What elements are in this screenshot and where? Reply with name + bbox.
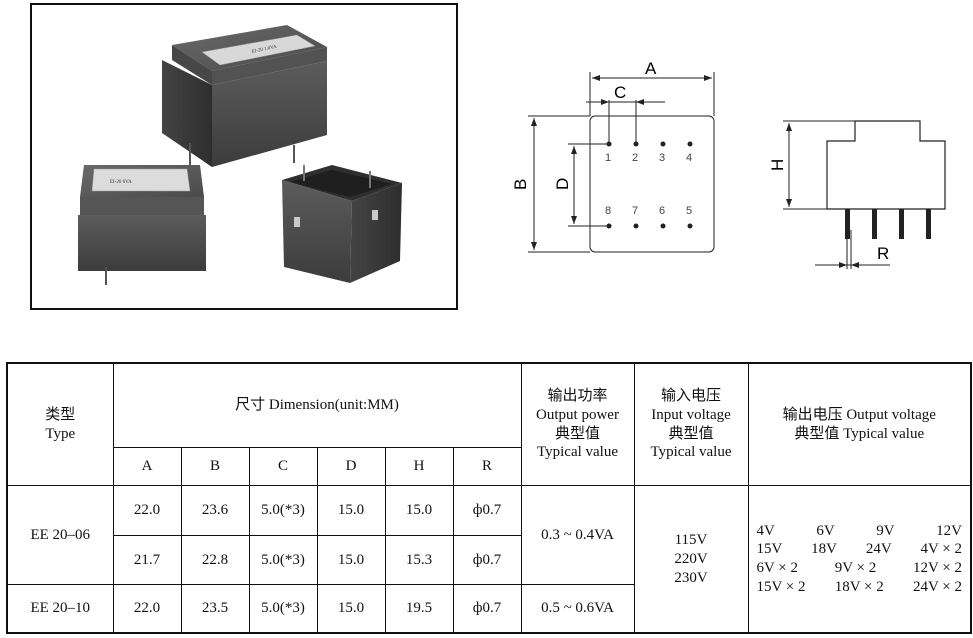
output-row: 4V 6V 9V 12V bbox=[751, 522, 969, 541]
output-header: 输出电压 Output voltage 典型值 Typical value bbox=[747, 362, 972, 487]
output-row: 6V × 2 9V × 2 12V × 2 bbox=[751, 559, 969, 578]
bottom-view-transformer bbox=[282, 165, 402, 283]
pin-4: 4 bbox=[686, 152, 692, 164]
cell-d: 15.0 bbox=[316, 584, 386, 634]
output-value: 9V × 2 bbox=[834, 560, 877, 577]
cell-d: 15.0 bbox=[316, 534, 386, 586]
power-header-zh: 输出功率 bbox=[547, 388, 608, 405]
col-header-c: C bbox=[248, 447, 318, 487]
output-value: 12V × 2 bbox=[912, 560, 962, 577]
cell-b: 23.5 bbox=[180, 584, 250, 634]
output-header-line2: 典型值 Typical value bbox=[794, 425, 925, 442]
input-typ-zh: 典型值 bbox=[668, 425, 714, 442]
pin-5: 5 bbox=[686, 205, 692, 217]
pin-7: 7 bbox=[632, 205, 638, 217]
input-voltage-cell: 115V 220V 230V bbox=[633, 485, 749, 634]
cell-b: 22.8 bbox=[180, 534, 250, 586]
output-value: 9V bbox=[876, 522, 895, 539]
type-cell: EE 20–10 bbox=[6, 584, 114, 634]
input-header: 输入电压 Input voltage 典型值 Typical value bbox=[633, 362, 749, 487]
dim-h-label: H bbox=[768, 159, 787, 171]
dim-b-label: B bbox=[511, 179, 530, 190]
outline-rect bbox=[589, 115, 715, 253]
output-value: 6V bbox=[816, 522, 835, 539]
output-value: 12V bbox=[936, 522, 962, 539]
type-header-zh: 类型 bbox=[45, 406, 76, 423]
input-typ-en: Typical value bbox=[650, 444, 732, 461]
cell-c: 5.0(*3) bbox=[248, 485, 318, 536]
output-value: 4V bbox=[756, 522, 775, 539]
small-transformer bbox=[78, 165, 206, 285]
input-voltage-220: 220V bbox=[674, 550, 708, 567]
output-value: 18V × 2 bbox=[834, 578, 884, 595]
power-typ-en: Typical value bbox=[537, 444, 618, 461]
cell-r: ф0.7 bbox=[452, 534, 522, 586]
side-outline bbox=[826, 120, 946, 210]
output-value: 18V bbox=[811, 541, 837, 558]
power-header: 输出功率 Output power 典型值 Typical value bbox=[520, 362, 635, 487]
cell-h: 19.5 bbox=[384, 584, 454, 634]
col-header-h: H bbox=[384, 447, 454, 487]
output-value: 15V × 2 bbox=[756, 578, 806, 595]
output-row: 15V 18V 24V 4V × 2 bbox=[751, 540, 969, 559]
col-header-r: R bbox=[452, 447, 522, 487]
input-header-zh: 输入电压 bbox=[660, 388, 721, 405]
spec-table: 类型 Type 尺寸 Dimension(unit:MM) 输出功率 Outpu… bbox=[6, 362, 972, 634]
cell-a: 22.0 bbox=[112, 584, 182, 634]
dim-r-label: R bbox=[877, 244, 889, 263]
cell-c: 5.0(*3) bbox=[248, 534, 318, 586]
pin-6: 6 bbox=[659, 205, 665, 217]
output-voltage-cell: 4V 6V 9V 12V 15V 18V 24V 4V × 2 6V × 2 9… bbox=[747, 485, 972, 634]
pin-8: 8 bbox=[605, 205, 611, 217]
dim-c-label: C bbox=[614, 83, 626, 102]
power-cell: 0.3 ~ 0.4VA bbox=[520, 485, 635, 586]
power-header-en: Output power bbox=[536, 406, 619, 423]
col-header-b: B bbox=[180, 447, 250, 487]
input-header-en: Input voltage bbox=[651, 406, 731, 423]
power-typ-zh: 典型值 bbox=[554, 425, 600, 442]
output-value: 6V × 2 bbox=[756, 560, 799, 577]
pin-1: 1 bbox=[605, 152, 611, 164]
power-cell: 0.5 ~ 0.6VA bbox=[520, 584, 635, 634]
cell-c: 5.0(*3) bbox=[248, 584, 318, 634]
output-value: 24V × 2 bbox=[912, 578, 962, 595]
output-header-line1: 输出电压 Output voltage bbox=[782, 406, 936, 423]
output-row: 15V × 2 18V × 2 24V × 2 bbox=[751, 578, 969, 597]
dim-a-label: A bbox=[645, 60, 657, 78]
product-photo: EI-20 1.0VA EI-20 6VA bbox=[30, 3, 458, 310]
table-row: EE 20–06 22.0 23.6 5.0(*3) 15.0 15.0 ф0.… bbox=[6, 485, 972, 634]
small-label-text: EI-20 6VA bbox=[110, 180, 132, 185]
large-transformer bbox=[162, 25, 327, 183]
input-voltage-115: 115V bbox=[674, 531, 708, 548]
type-header: 类型 Type bbox=[6, 362, 114, 487]
cell-r: ф0.7 bbox=[452, 485, 522, 536]
type-header-en: Type bbox=[45, 425, 76, 442]
cell-b: 23.6 bbox=[180, 485, 250, 536]
dim-d-label: D bbox=[553, 178, 572, 190]
output-value: 4V × 2 bbox=[920, 541, 962, 558]
table-row: EE 20–10 22.0 23.5 5.0(*3) 15.0 19.5 ф0.… bbox=[6, 584, 971, 634]
type-cell: EE 20–06 bbox=[6, 485, 114, 586]
pin-3: 3 bbox=[659, 152, 665, 164]
top-view-drawing: A C B D 1 2 3 4 8 7 6 5 bbox=[511, 60, 715, 253]
output-value: 24V bbox=[865, 541, 892, 558]
cell-r: ф0.7 bbox=[452, 584, 522, 634]
cell-h: 15.3 bbox=[384, 534, 454, 586]
cell-a: 21.7 bbox=[112, 534, 182, 586]
transformer-illustration: EI-20 1.0VA EI-20 6VA bbox=[78, 25, 402, 285]
cell-d: 15.0 bbox=[316, 485, 386, 536]
side-view-drawing: H R bbox=[768, 120, 946, 269]
input-voltage-230: 230V bbox=[674, 569, 708, 586]
dimension-header: 尺寸 Dimension(unit:MM) bbox=[112, 362, 522, 449]
col-header-a: A bbox=[112, 447, 182, 487]
cell-a: 22.0 bbox=[112, 485, 182, 536]
col-header-d: D bbox=[316, 447, 386, 487]
output-value: 15V bbox=[756, 541, 783, 558]
pin-2: 2 bbox=[632, 152, 638, 164]
cell-h: 15.0 bbox=[384, 485, 454, 536]
large-label-text: EI-20 1.0VA bbox=[251, 45, 277, 55]
